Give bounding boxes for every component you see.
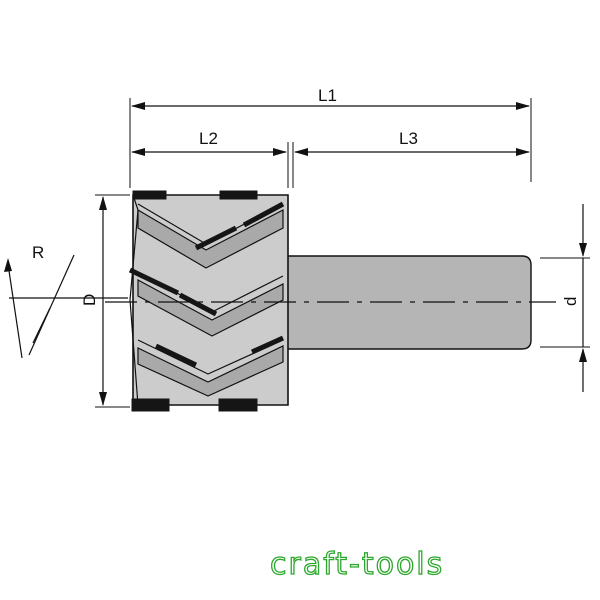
cutter-body — [129, 194, 289, 406]
rake-angle-indicator — [4, 254, 128, 359]
label-L3: L3 — [399, 129, 418, 148]
label-R: R — [32, 243, 44, 262]
dimension-lines — [99, 102, 587, 406]
label-L2: L2 — [199, 129, 218, 148]
label-L1: L1 — [318, 86, 337, 105]
shank — [286, 255, 532, 350]
brand-logo: craft-tools — [270, 547, 444, 582]
label-D: D — [80, 294, 99, 306]
knife-inserts-diagonal — [128, 201, 285, 368]
knife-inserts — [131, 190, 258, 412]
extension-lines — [95, 98, 590, 408]
label-d: d — [561, 297, 580, 306]
